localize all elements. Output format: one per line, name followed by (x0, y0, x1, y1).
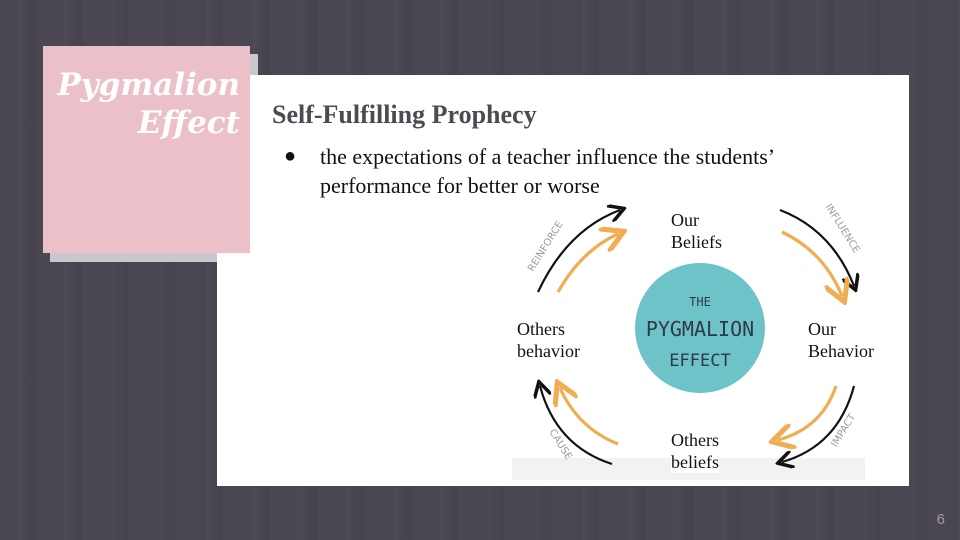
node-our-behavior: Our Behavior (808, 318, 874, 362)
arrow-label-cause: CAUSE (546, 427, 573, 462)
title-box: Pygmalion Effect (43, 46, 250, 253)
inner-arrow-impact (778, 385, 838, 440)
center-label-line-2: PYGMALION (646, 317, 754, 341)
arrow-label-impact: IMPACT (829, 411, 858, 449)
page-number: 6 (936, 511, 945, 528)
center-label-line-3: EFFECT (669, 351, 730, 371)
bullet-text: the expectations of a teacher influence … (320, 144, 774, 198)
arrow-label-reinforce: REINFORCE (526, 220, 566, 274)
outer-arrow-reinforce (537, 210, 620, 293)
node-others-beliefs: Others beliefs (671, 429, 719, 473)
content-panel (217, 75, 909, 486)
inner-arrow-cause (560, 388, 619, 446)
pygmalion-cycle-diagram: REINFORCE INFLUENCE IMPACT CAUSE THE PYG… (512, 200, 874, 480)
outer-arrow-cause (540, 386, 613, 466)
center-label-line-1: THE (689, 295, 711, 309)
section-heading: Self-Fulfilling Prophecy (272, 100, 537, 129)
arrow-label-influence: INFLUENCE (823, 202, 862, 255)
inner-arrow-influence (781, 230, 842, 296)
inner-arrow-reinforce (556, 234, 618, 293)
node-our-beliefs: Our Beliefs (671, 209, 722, 253)
bullet-marker: ● (284, 145, 297, 167)
node-others-behavior: Others behavior (517, 318, 580, 362)
slide-title: Pygmalion Effect (57, 67, 240, 141)
center-circle (635, 263, 765, 393)
outer-arrow-impact (782, 385, 856, 462)
outer-arrow-influence (779, 208, 854, 286)
